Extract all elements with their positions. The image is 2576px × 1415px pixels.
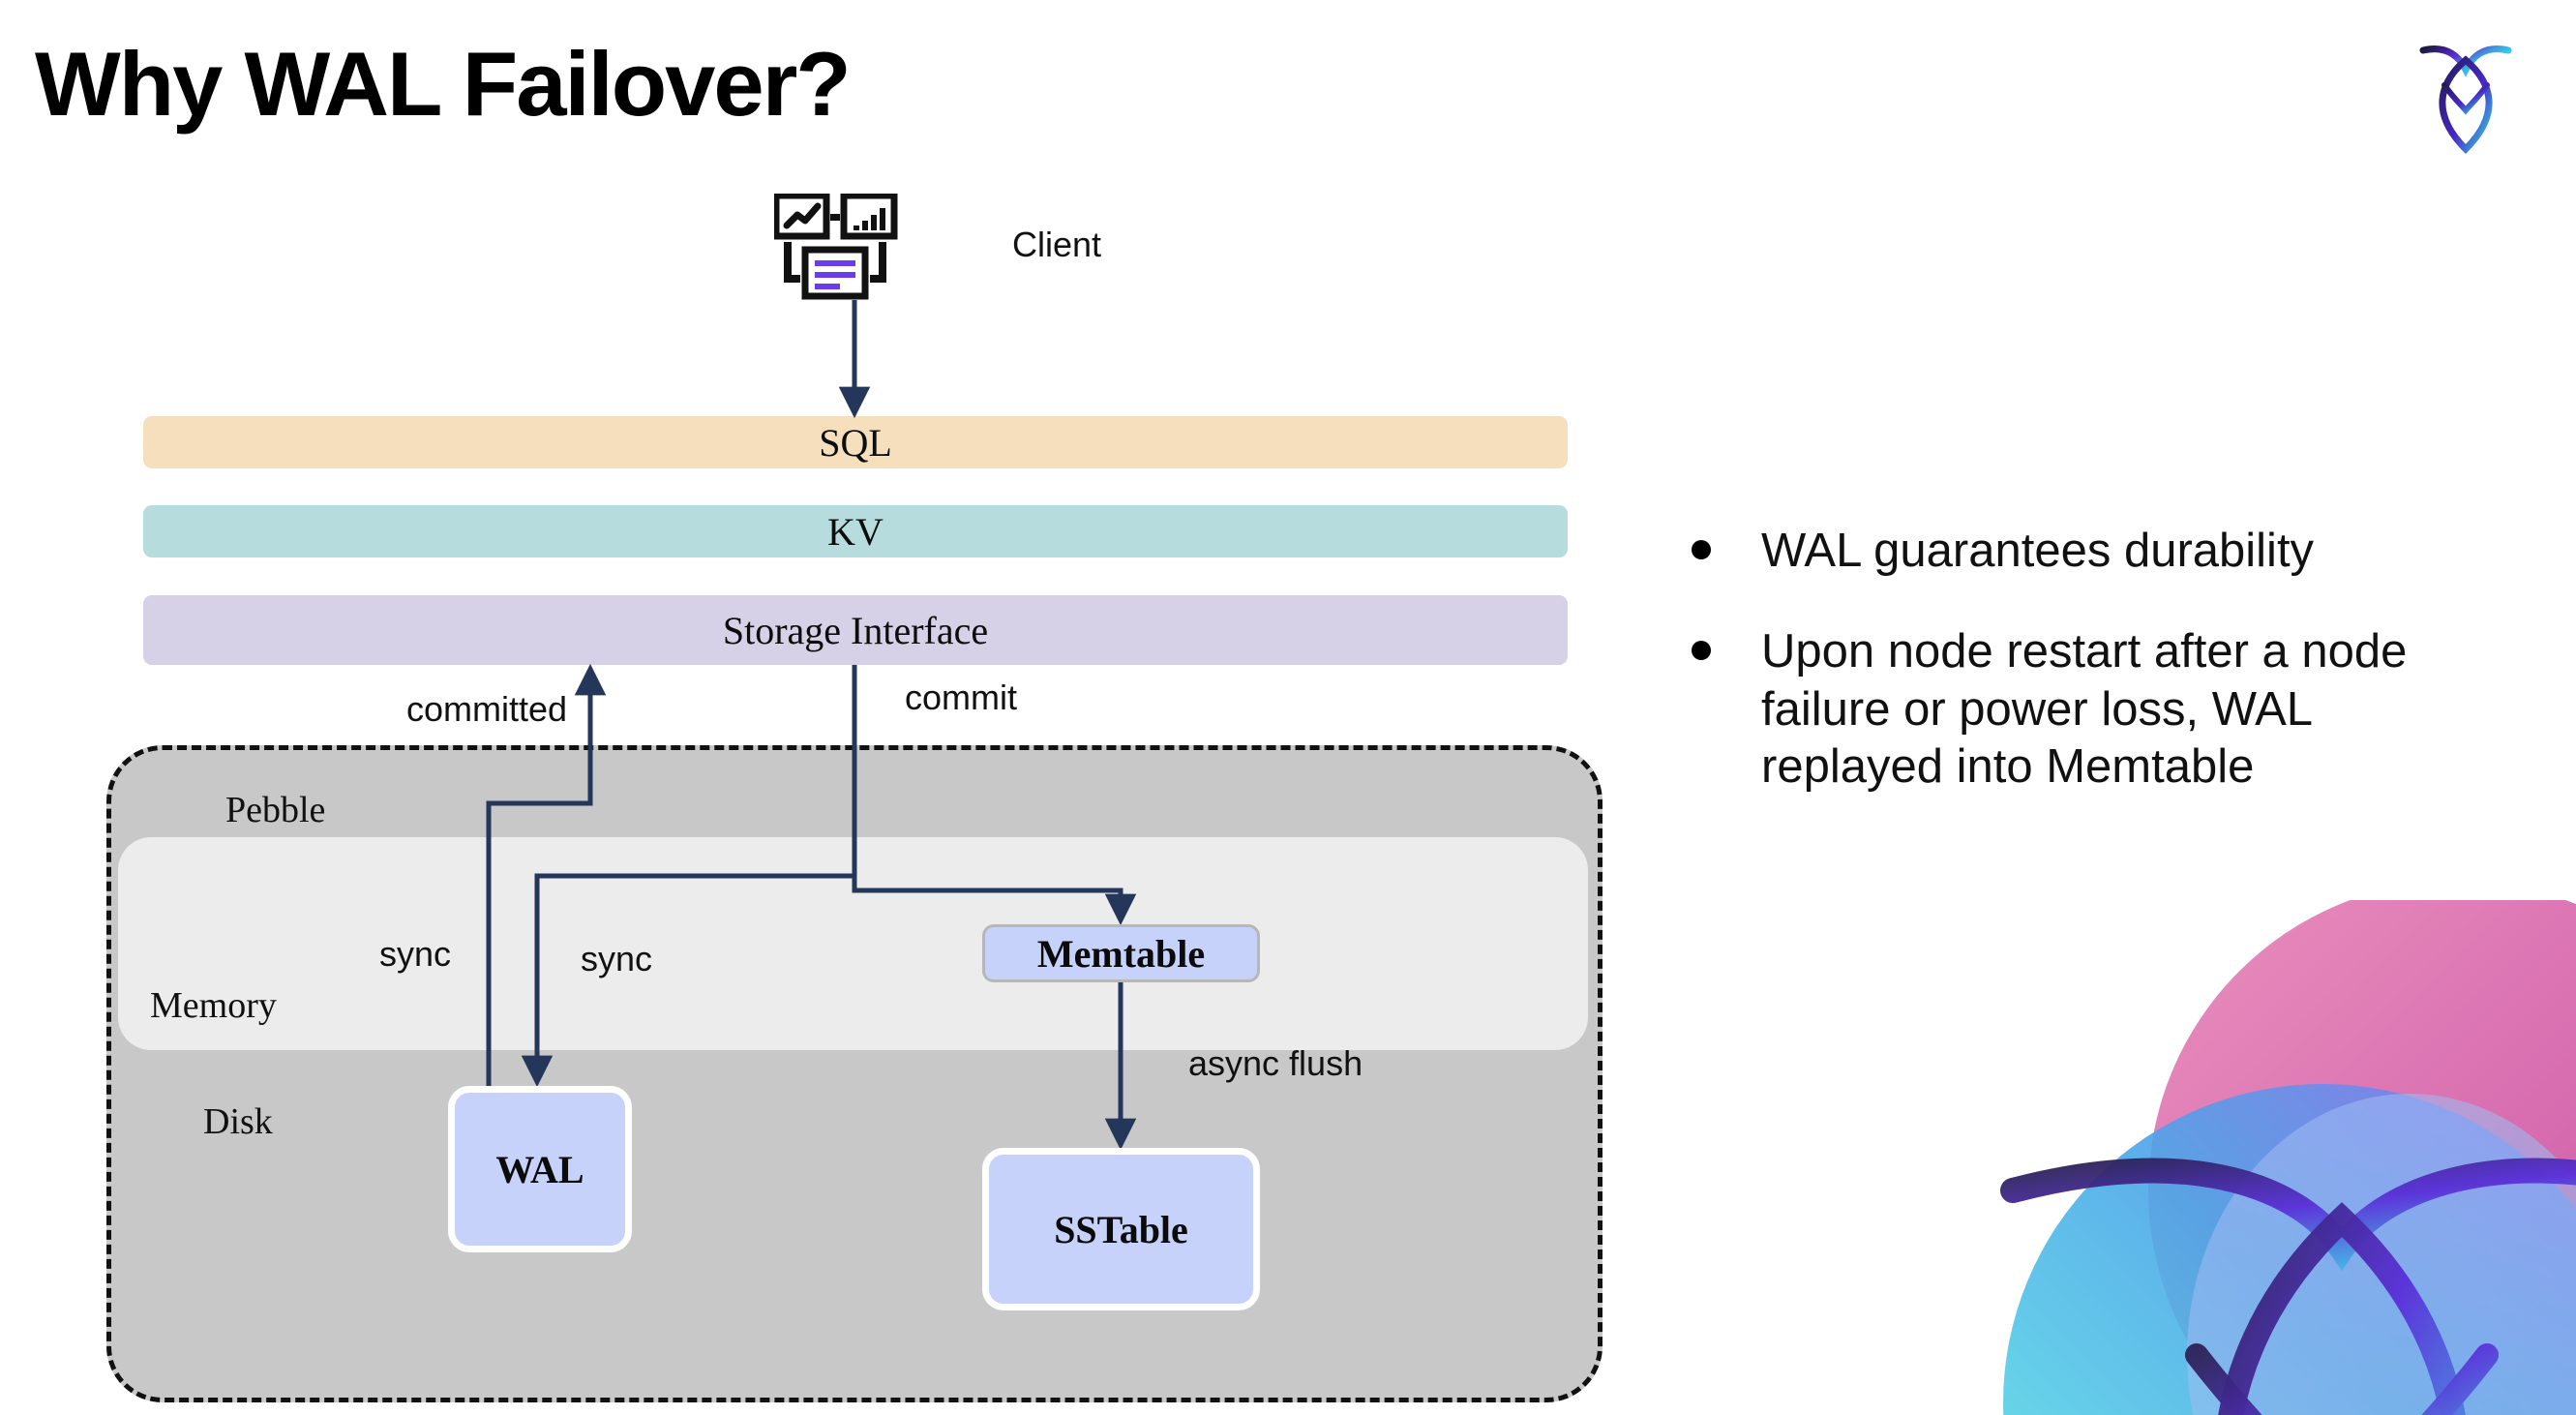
- wire-commit-to-memtable: [852, 665, 1137, 926]
- node-wal: WAL: [448, 1086, 632, 1252]
- edge-label-committed: committed: [406, 689, 568, 729]
- diagram-connectors: [486, 300, 1137, 1151]
- node-memtable: Memtable: [982, 924, 1260, 982]
- cockroachdb-decorative-logo-icon: [1955, 900, 2576, 1415]
- list-item: WAL guarantees durability: [1692, 523, 2495, 581]
- node-label-sstable: SSTable: [1054, 1207, 1188, 1251]
- bullet-text: WAL guarantees durability: [1761, 525, 2315, 577]
- wire-committed-to-storage: [486, 663, 607, 1086]
- edge-label-commit: commit: [905, 677, 1017, 717]
- disk-label: Disk: [203, 1101, 273, 1142]
- layer-label-sql: SQL: [819, 420, 892, 465]
- bullet-dot-icon: [1692, 640, 1711, 660]
- layer-bar-sql: SQL: [143, 416, 1568, 468]
- architecture-diagram: Client SQL KV Storage Interface Pebble M…: [106, 192, 1603, 1402]
- client-monitor-icon: [772, 192, 929, 319]
- list-item: Upon node restart after a node failure o…: [1692, 623, 2495, 797]
- layer-bar-kv: KV: [143, 505, 1568, 557]
- pebble-label: Pebble: [225, 790, 326, 830]
- edge-label-sync-right: sync: [581, 939, 653, 978]
- client-label: Client: [1012, 225, 1102, 264]
- edge-label-async-flush: async flush: [1188, 1043, 1363, 1083]
- wire-sync-to-wal: [521, 873, 854, 1088]
- bullet-text: Upon node restart after a node failure o…: [1761, 624, 2408, 794]
- edge-label-sync-left: sync: [379, 934, 452, 974]
- layer-label-storage: Storage Interface: [722, 608, 989, 652]
- node-sstable: SSTable: [982, 1148, 1260, 1310]
- cockroachdb-logo-icon: [2408, 33, 2524, 157]
- layer-label-kv: KV: [827, 509, 884, 554]
- page-title: Why WAL Failover?: [35, 33, 852, 135]
- layer-bar-storage: Storage Interface: [143, 595, 1568, 665]
- memory-label: Memory: [150, 985, 277, 1026]
- node-label-memtable: Memtable: [1036, 931, 1206, 976]
- bullet-dot-icon: [1692, 540, 1711, 559]
- bullet-list: WAL guarantees durability Upon node rest…: [1692, 523, 2495, 839]
- node-label-wal: WAL: [495, 1147, 584, 1191]
